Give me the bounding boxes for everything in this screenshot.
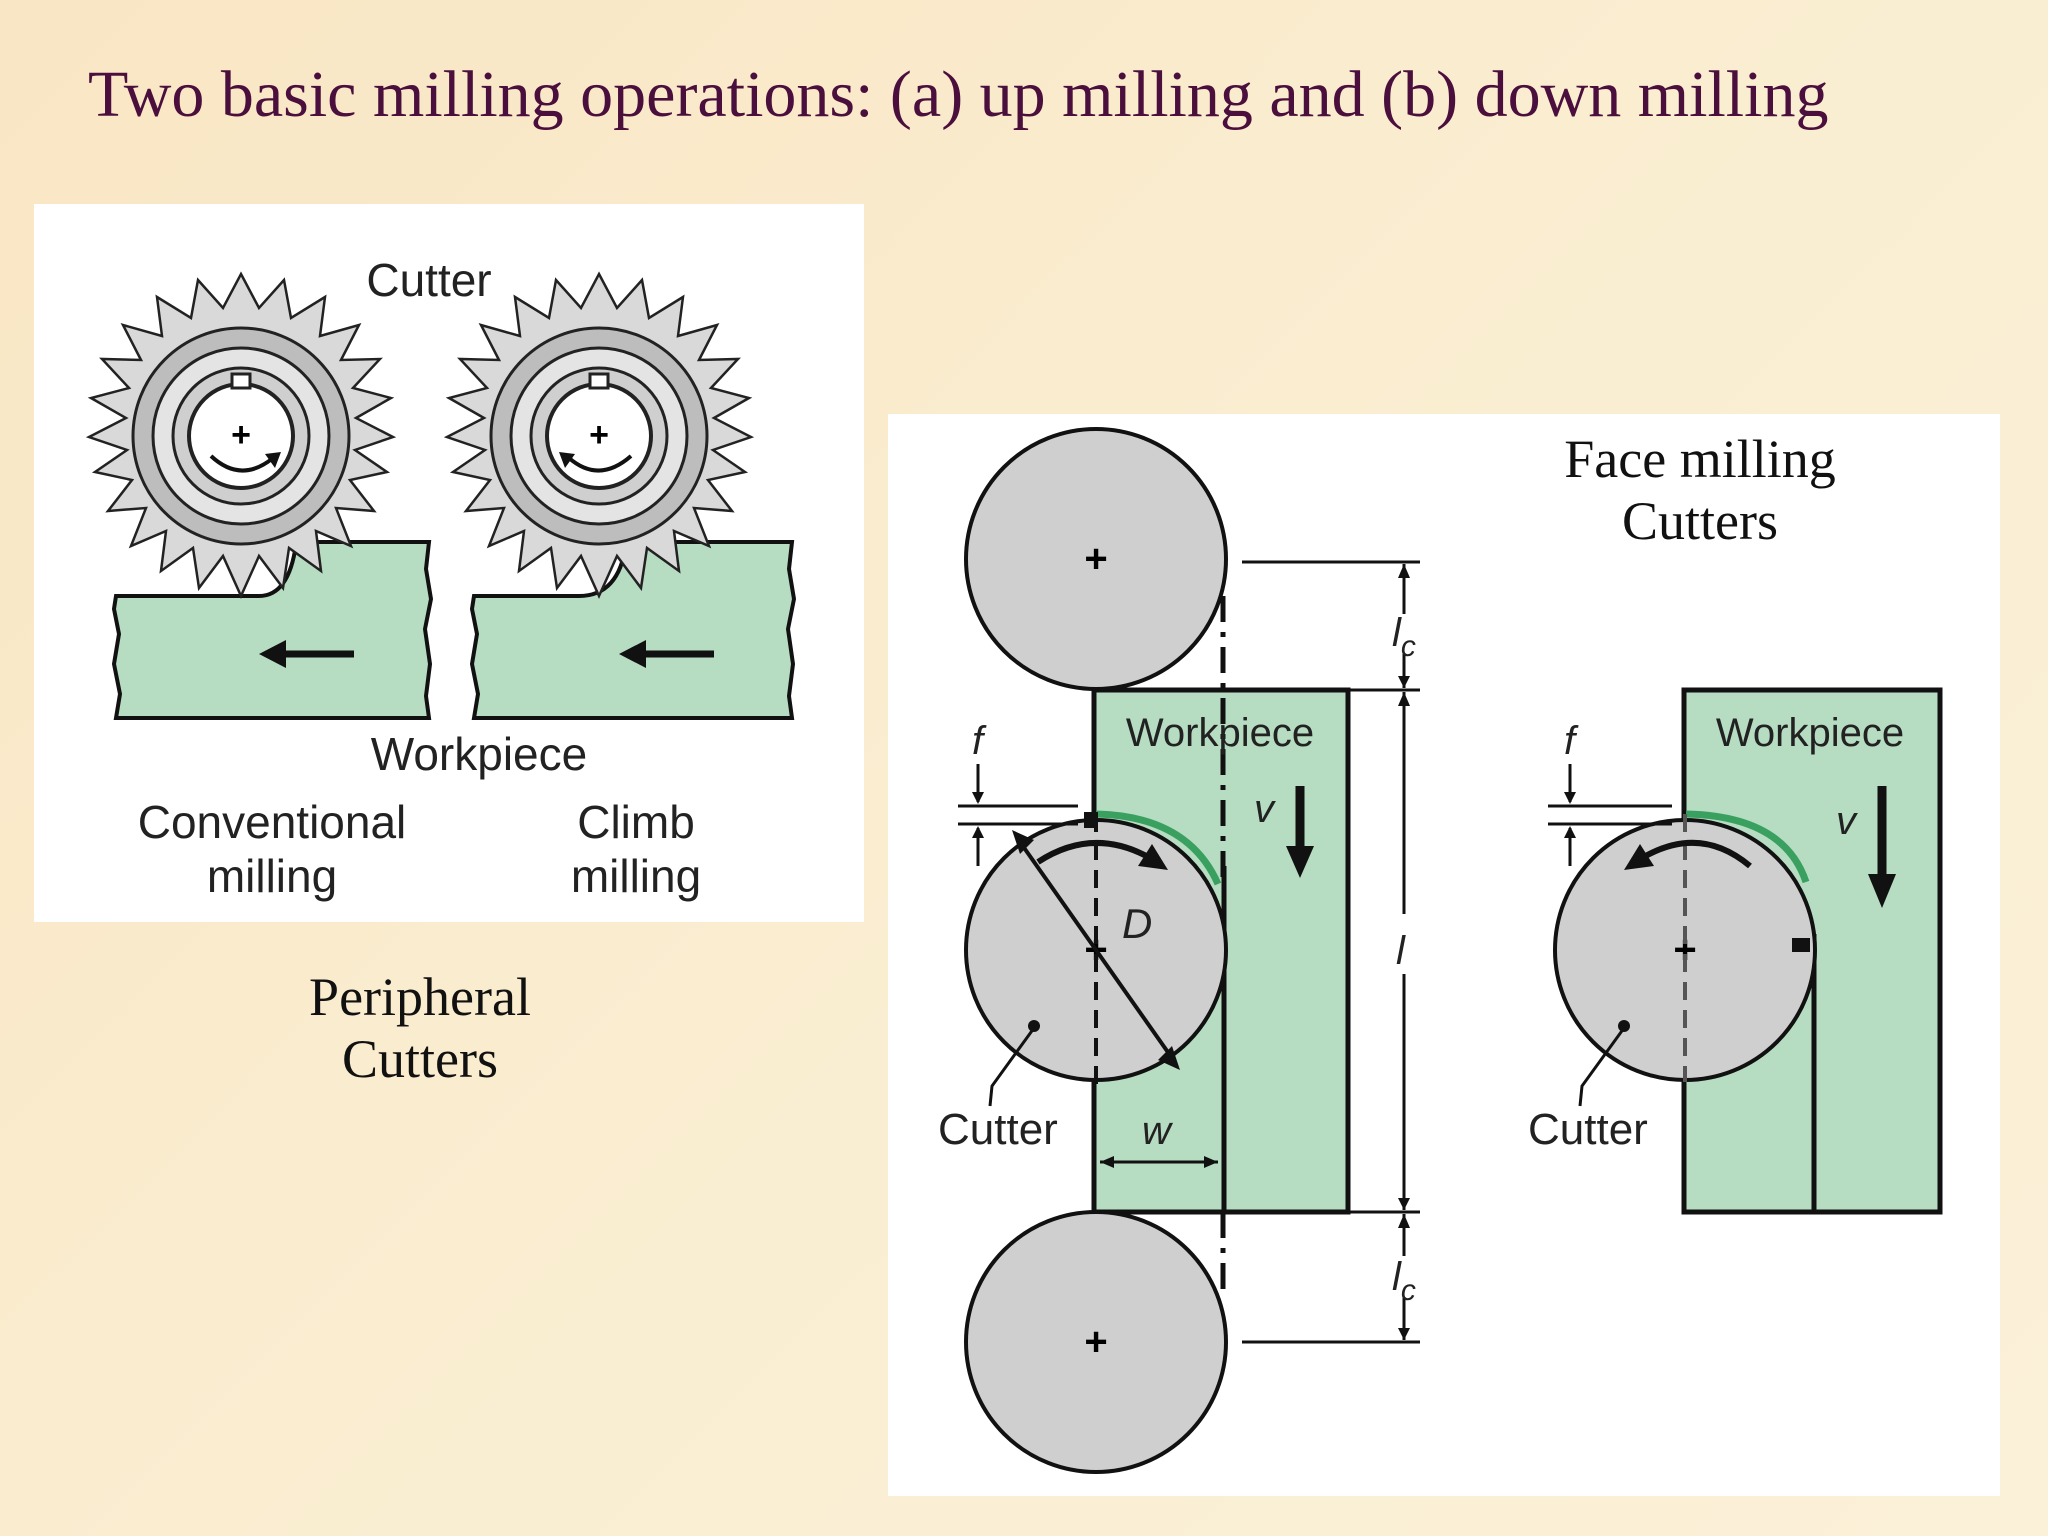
climb-milling-label-1: Climb	[577, 796, 695, 848]
face-left-lc-top-label: lc	[1392, 611, 1416, 663]
face-left-cutter-label: Cutter	[938, 1105, 1058, 1154]
face-right-rotation-arrow	[1624, 839, 1752, 870]
face-left-workpiece-label: Workpiece	[1126, 711, 1314, 755]
face-left-bottom-cutter	[964, 1210, 1228, 1474]
face-milling-diagram: + + + f	[938, 427, 1943, 1474]
face-left-D-label: D	[1122, 900, 1152, 947]
face-left-w-label: w	[1142, 1109, 1174, 1153]
svg-text:+: +	[1084, 537, 1107, 581]
peripheral-milling-figure: + + Cutter Workpiece Conventional millin…	[34, 204, 864, 922]
face-left-v-label: v	[1254, 787, 1276, 831]
climb-feed-arrow	[619, 640, 714, 668]
face-caption-line2: Cutters	[1622, 491, 1778, 551]
svg-text:+: +	[1673, 928, 1696, 972]
conventional-milling-label-1: Conventional	[138, 796, 407, 848]
climb-cutter-icon: +	[443, 271, 755, 600]
face-right-workpiece-label: Workpiece	[1716, 711, 1904, 755]
face-right-velocity-arrow	[1868, 786, 1896, 908]
face-left-width-dimension	[1100, 1156, 1218, 1168]
face-caption-line1: Face milling	[1564, 429, 1836, 489]
peripheral-cutter-label: Cutter	[366, 254, 491, 306]
face-right-feed-dimension	[1548, 764, 1672, 866]
face-left-l-label: l	[1396, 929, 1406, 973]
face-milling-figure: + + + f	[888, 414, 2000, 1496]
face-right-cutter-label: Cutter	[1528, 1105, 1648, 1154]
face-left-rotation-arrow	[1036, 840, 1168, 870]
peripheral-caption-line1: Peripheral	[309, 967, 531, 1027]
conventional-feed-arrow	[259, 640, 354, 668]
face-left-lc-bottom-label: lc	[1392, 1255, 1416, 1307]
peripheral-caption-line2: Cutters	[342, 1029, 498, 1089]
svg-text:+: +	[231, 416, 251, 454]
face-left-f-label: f	[972, 719, 987, 763]
svg-text:+: +	[589, 416, 609, 454]
face-right-chip	[1685, 810, 1810, 884]
peripheral-workpiece-label: Workpiece	[371, 728, 587, 780]
conventional-milling-label-2: milling	[207, 850, 337, 902]
face-left-feed-dimension	[958, 764, 1078, 866]
conventional-cutter-icon: +	[85, 271, 397, 600]
face-left-velocity-arrow	[1286, 786, 1314, 878]
peripheral-milling-diagram: + + Cutter Workpiece Conventional millin…	[85, 254, 797, 902]
peripheral-caption: Peripheral Cutters	[250, 966, 590, 1090]
face-right-v-label: v	[1836, 799, 1858, 843]
face-left-diameter-arrow	[1012, 830, 1180, 1070]
slide-title: Two basic milling operations: (a) up mil…	[88, 58, 1829, 131]
face-milling-caption: Face milling Cutters	[1490, 428, 1910, 552]
face-left-top-cutter	[964, 427, 1228, 691]
face-right-f-label: f	[1564, 719, 1579, 763]
face-left-length-dimension	[1242, 560, 1420, 1344]
face-left-chip	[1095, 810, 1222, 886]
svg-text:+: +	[1084, 1320, 1107, 1364]
climb-milling-label-2: milling	[571, 850, 701, 902]
